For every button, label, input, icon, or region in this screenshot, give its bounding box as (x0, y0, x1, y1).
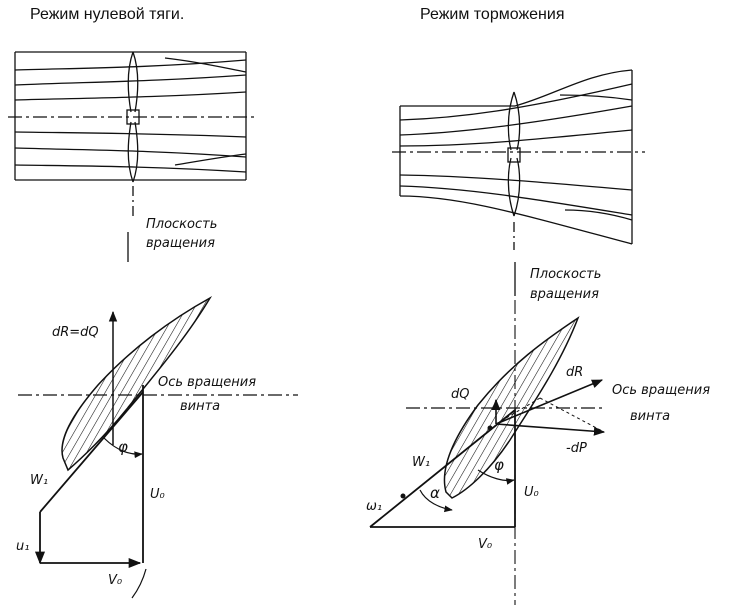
right-streamtube (392, 69, 645, 296)
left-vector-diagram (18, 296, 298, 599)
right-dr-arrow (495, 379, 604, 425)
left-vec-u1: u₁ (16, 539, 30, 554)
left-vec-u0: U₀ (150, 487, 165, 502)
right-alpha-arc (419, 489, 453, 513)
left-streamtube (8, 51, 255, 262)
left-phi-arc (103, 437, 143, 459)
right-force-dp: -dP (566, 441, 587, 456)
left-w1-vector (39, 391, 144, 513)
right-title: Режим торможения (420, 6, 565, 23)
right-angle-phi: φ (494, 456, 504, 474)
right-plane-label-2: вращения (530, 287, 599, 302)
right-dp-arrow (495, 423, 606, 436)
right-plane-label-1: Плоскость (530, 267, 602, 282)
left-force-label: dR=dQ (52, 325, 99, 340)
right-force-dr: dR (566, 365, 584, 380)
right-vector-diagram (369, 300, 606, 605)
right-axis-label-2: винта (630, 409, 671, 424)
right-axis-label-1: Ось вращения (612, 383, 711, 398)
right-vec-w1: W₁ (412, 455, 431, 470)
right-phi-arc (477, 469, 515, 485)
left-axis-label-2: винта (180, 399, 221, 414)
right-vec-omega1: ω₁ (366, 499, 383, 514)
right-vec-u0: U₀ (524, 485, 539, 500)
left-plane-label-2: вращения (146, 236, 215, 251)
left-angle-phi: φ (118, 438, 128, 456)
left-blade-profile (61, 296, 213, 472)
left-plane-label-1: Плоскость (146, 217, 218, 232)
left-vec-w1: W₁ (30, 473, 49, 488)
right-vec-v0: V₀ (478, 537, 493, 552)
right-angle-alpha: α (430, 484, 440, 502)
left-axis-label-1: Ось вращения (158, 375, 257, 390)
left-title: Режим нулевой тяги. (30, 6, 185, 23)
left-vec-v0: V₀ (108, 573, 123, 588)
right-force-dq: dQ (451, 387, 470, 402)
